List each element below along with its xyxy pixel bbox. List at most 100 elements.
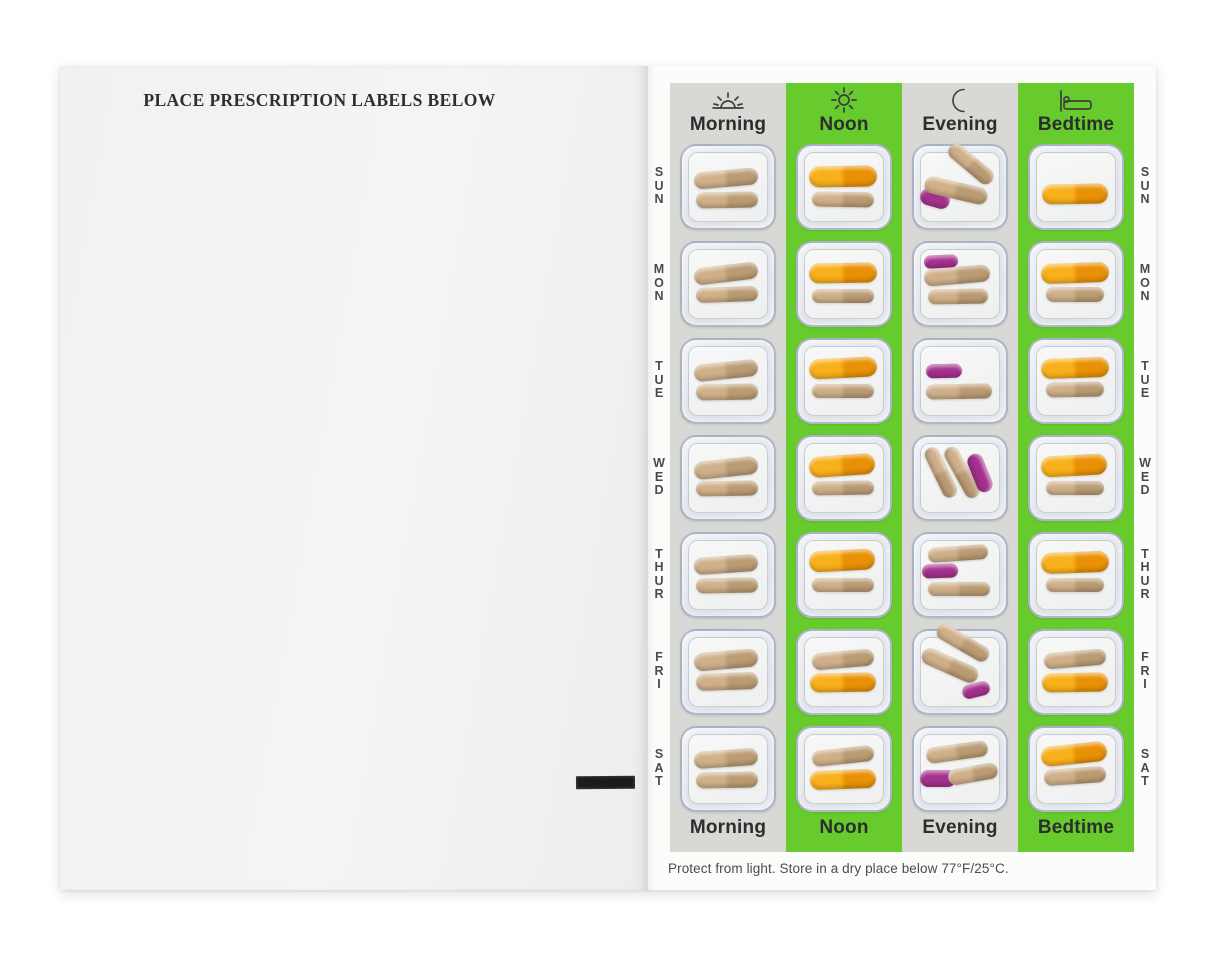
pill-pocket-sun-morning[interactable]: [680, 143, 776, 230]
pill-pocket-thur-morning[interactable]: [680, 531, 776, 618]
dose-cell-fri-bedtime: [1018, 623, 1134, 720]
pill-tan-capsule: [693, 455, 759, 480]
dose-cell-sun-morning: [670, 138, 786, 235]
dose-cell-mon-noon: [786, 235, 902, 332]
pill-purple-tablet: [960, 679, 992, 700]
pill-pocket-mon-noon[interactable]: [796, 240, 892, 327]
pill-pocket-mon-morning[interactable]: [680, 240, 776, 327]
dose-cell-thur-evening: [902, 526, 1018, 623]
pill-orange-capsule: [808, 261, 878, 284]
pill-tan-capsule: [1045, 380, 1105, 398]
pill-pocket-fri-morning[interactable]: [680, 628, 776, 715]
pill-pocket-tue-morning[interactable]: [680, 337, 776, 424]
pill-pocket-sun-noon[interactable]: [796, 143, 892, 230]
pill-pocket-thur-bedtime[interactable]: [1028, 531, 1124, 618]
sun-icon: [829, 87, 859, 114]
pill-pocket-thur-evening[interactable]: [912, 531, 1008, 618]
pill-pocket-fri-noon[interactable]: [796, 628, 892, 715]
column-bottom-label-evening: Evening: [922, 817, 998, 838]
pill-tan-capsule: [925, 739, 989, 764]
column-cells-evening: [902, 138, 1018, 817]
pill-orange-capsule: [1040, 550, 1110, 574]
pill-purple-tablet: [925, 363, 963, 378]
pill-pocket-sat-evening[interactable]: [912, 725, 1008, 812]
pill-tan-capsule: [695, 382, 759, 401]
pill-tan-capsule: [811, 479, 875, 496]
bed-icon: [1056, 87, 1096, 114]
pill-pocket-mon-evening[interactable]: [912, 240, 1008, 327]
pill-tan-capsule: [811, 190, 875, 208]
pill-tan-capsule: [693, 647, 759, 672]
dose-cell-wed-morning: [670, 429, 786, 526]
pill-pocket-sun-evening[interactable]: [912, 140, 1008, 230]
column-cells-morning: [670, 138, 786, 817]
column-header-evening: Evening: [902, 83, 1018, 138]
pill-tan-capsule: [1043, 647, 1107, 670]
column-header-bedtime: Bedtime: [1018, 83, 1134, 138]
dose-cell-mon-bedtime: [1018, 235, 1134, 332]
dose-cell-sat-noon: [786, 720, 902, 817]
pill-tan-capsule: [1046, 577, 1104, 592]
pill-pocket-wed-noon[interactable]: [796, 434, 892, 521]
pill-pocket-sun-bedtime[interactable]: [1028, 143, 1124, 230]
dose-cell-tue-bedtime: [1018, 332, 1134, 429]
pill-tan-capsule: [812, 288, 874, 303]
dose-cell-fri-evening: [902, 621, 1018, 720]
dose-cell-sat-evening: [902, 720, 1018, 817]
dose-cell-sat-bedtime: [1018, 720, 1134, 817]
dose-cell-sun-evening: [902, 138, 1018, 235]
column-bottom-label-noon: Noon: [819, 817, 869, 838]
pill-tan-capsule: [1046, 286, 1104, 302]
pill-tan-capsule: [695, 671, 759, 691]
pill-pocket-mon-bedtime[interactable]: [1028, 240, 1124, 327]
pill-tan-capsule: [1043, 765, 1107, 786]
dose-cell-thur-bedtime: [1018, 526, 1134, 623]
dose-cell-thur-noon: [786, 526, 902, 623]
pill-tan-capsule: [946, 761, 1000, 786]
column-header-morning: Morning: [670, 83, 786, 138]
dose-cell-wed-evening: [902, 429, 1018, 526]
pill-pocket-fri-bedtime[interactable]: [1028, 628, 1124, 715]
pill-pocket-sat-bedtime[interactable]: [1028, 725, 1124, 812]
pill-pocket-wed-morning[interactable]: [680, 434, 776, 521]
pill-pocket-sat-morning[interactable]: [680, 725, 776, 812]
pill-pocket-tue-noon[interactable]: [796, 337, 892, 424]
pill-pocket-wed-bedtime[interactable]: [1028, 434, 1124, 521]
storage-instructions: Protect from light. Store in a dry place…: [668, 861, 1009, 876]
pill-pocket-thur-noon[interactable]: [796, 531, 892, 618]
dose-cell-wed-noon: [786, 429, 902, 526]
pill-orange-capsule: [808, 547, 876, 573]
pill-tan-capsule: [693, 747, 759, 769]
pill-tan-capsule: [925, 382, 993, 400]
pill-pocket-fri-evening[interactable]: [912, 621, 1008, 715]
pill-pocket-sat-noon[interactable]: [796, 725, 892, 812]
pill-pocket-tue-evening[interactable]: [912, 337, 1008, 424]
pill-pocket-tue-bedtime[interactable]: [1028, 337, 1124, 424]
pill-purple-tablet: [923, 253, 959, 269]
pill-pocket-wed-evening[interactable]: [912, 434, 1008, 521]
dose-cell-tue-evening: [902, 332, 1018, 429]
dose-cell-tue-morning: [670, 332, 786, 429]
